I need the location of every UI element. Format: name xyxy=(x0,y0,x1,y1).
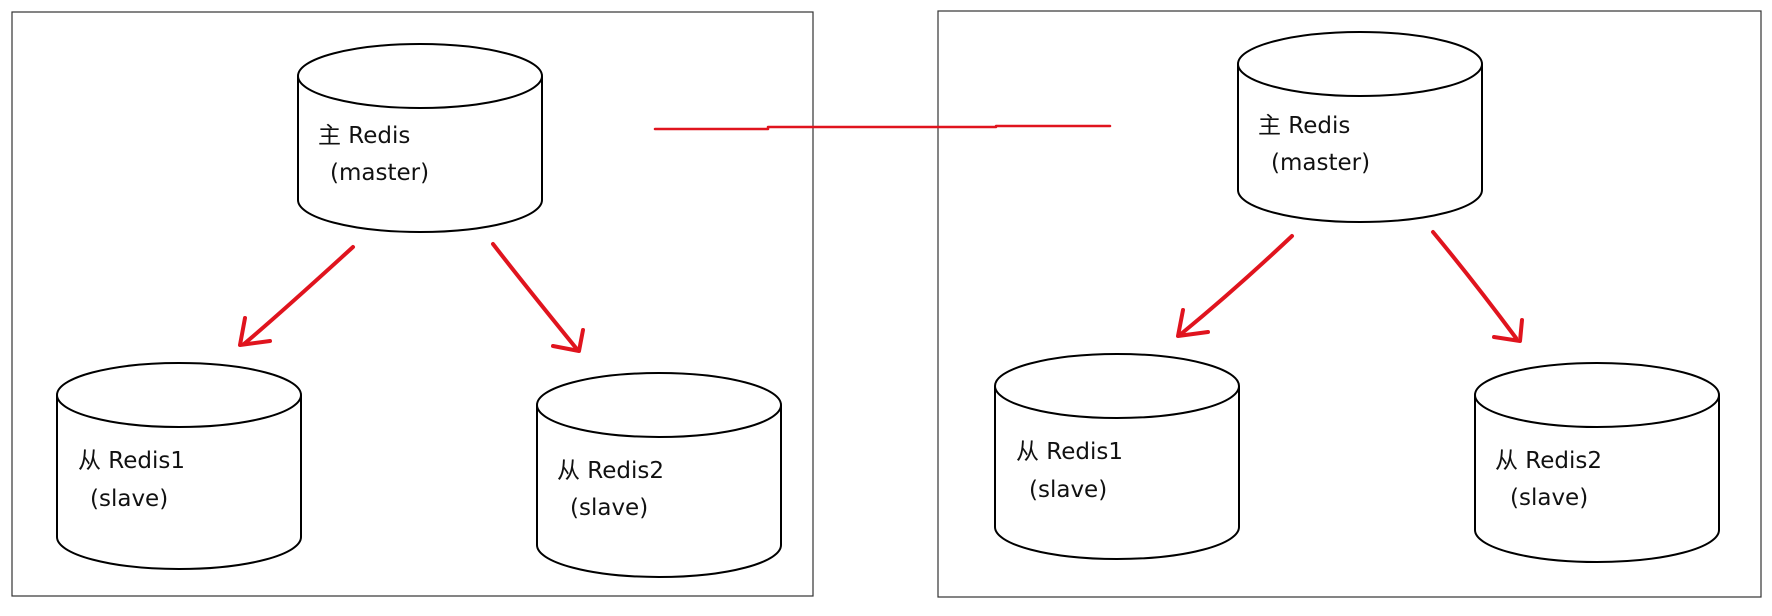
right-master-role: (master) xyxy=(1271,150,1370,176)
right-slave2-role: (slave) xyxy=(1510,485,1588,511)
right-arrow-to-slave1 xyxy=(1176,234,1294,338)
left-slave1-role: (slave) xyxy=(90,486,168,512)
right-arrow-to-slave2 xyxy=(1431,230,1524,343)
left-cluster-frame xyxy=(11,11,814,597)
right-master-cylinder: 主 Redis (master) xyxy=(1237,31,1483,223)
left-slave2-cylinder: 从 Redis2 (slave) xyxy=(536,372,782,578)
left-arrow-to-slave1 xyxy=(238,245,355,347)
right-master-title: 主 Redis xyxy=(1258,113,1350,139)
right-slave1-title: 从 Redis1 xyxy=(1016,439,1123,465)
master-link-line xyxy=(653,124,1112,131)
left-master-role: (master) xyxy=(330,160,429,186)
left-master-title: 主 Redis xyxy=(318,123,410,149)
right-slave1-cylinder: 从 Redis1 (slave) xyxy=(994,353,1240,560)
left-slave2-role: (slave) xyxy=(570,495,648,521)
left-master-cylinder: 主 Redis (master) xyxy=(297,43,543,233)
left-slave1-title: 从 Redis1 xyxy=(78,448,185,474)
right-slave1-role: (slave) xyxy=(1029,477,1107,503)
right-slave2-cylinder: 从 Redis2 (slave) xyxy=(1474,362,1720,563)
left-arrow-to-slave2 xyxy=(491,242,585,353)
left-slave2-title: 从 Redis2 xyxy=(557,458,664,484)
right-slave2-title: 从 Redis2 xyxy=(1495,448,1602,474)
right-cluster-frame xyxy=(937,10,1762,598)
left-slave1-cylinder: 从 Redis1 (slave) xyxy=(56,362,302,570)
